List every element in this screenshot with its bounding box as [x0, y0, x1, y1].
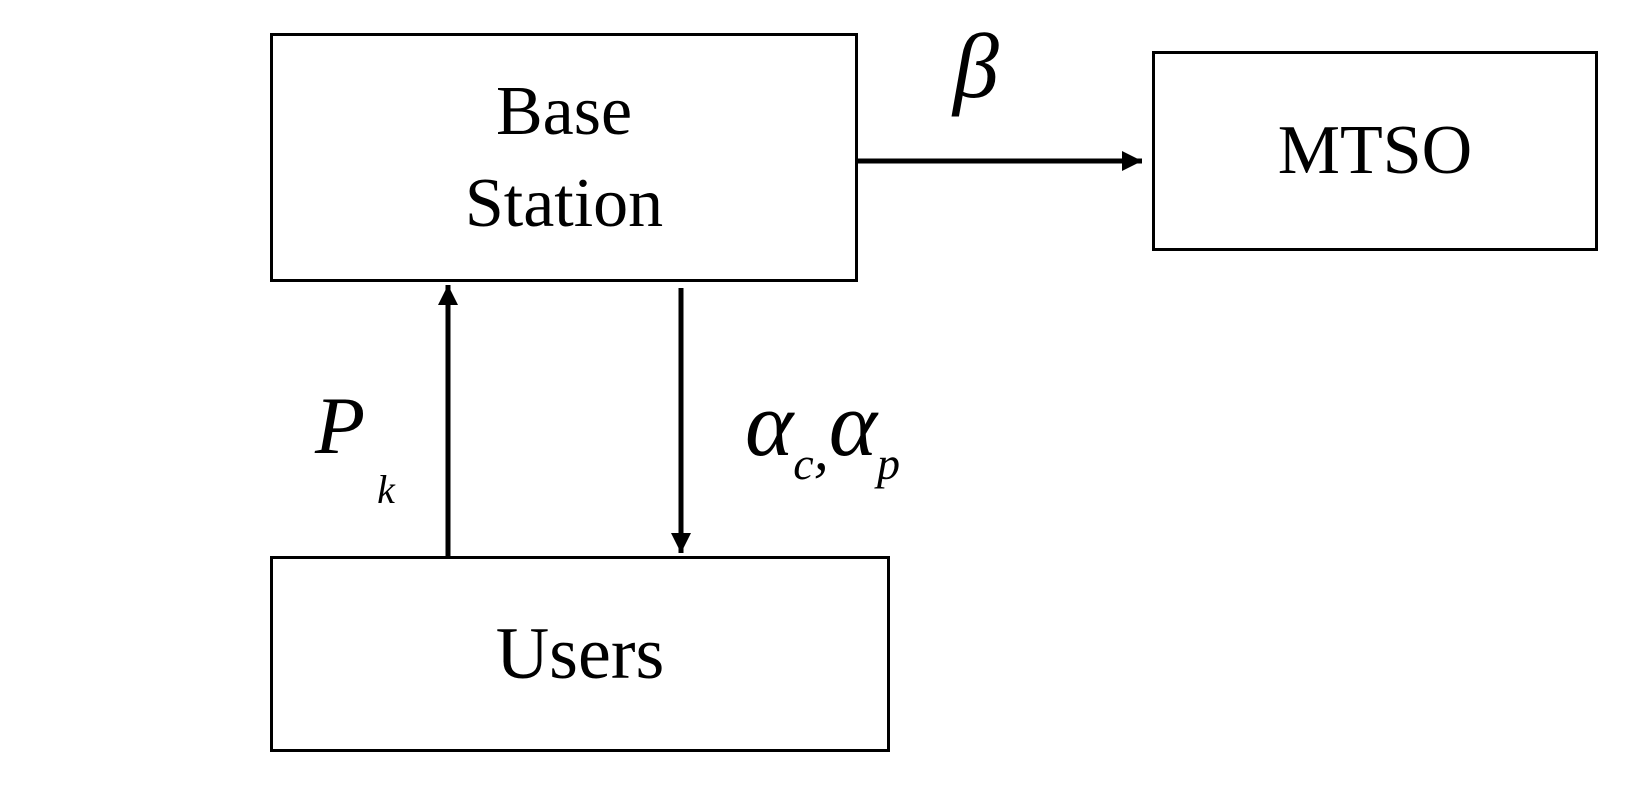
- base-station-label-line2: Station: [464, 164, 664, 242]
- users-node: Users: [270, 556, 890, 752]
- alpha-c-main: α: [745, 373, 794, 475]
- alpha-p-main: α: [828, 373, 878, 475]
- pk-label-subscript: k: [377, 467, 395, 512]
- mtso-node: MTSO: [1152, 51, 1598, 251]
- base-station-label-line1: Base: [495, 72, 633, 150]
- alpha-label: αc,αp: [745, 378, 900, 487]
- alpha-c-subscript: c: [793, 438, 814, 489]
- pk-label: Pk: [315, 385, 395, 510]
- alpha-separator: ,: [813, 416, 829, 482]
- pk-label-main: P: [315, 380, 366, 471]
- mtso-label: MTSO: [1277, 112, 1473, 189]
- beta-label: β: [953, 15, 999, 117]
- users-label: Users: [495, 612, 665, 695]
- base-station-node: Base Station: [270, 33, 858, 282]
- alpha-p-subscript: p: [877, 438, 901, 489]
